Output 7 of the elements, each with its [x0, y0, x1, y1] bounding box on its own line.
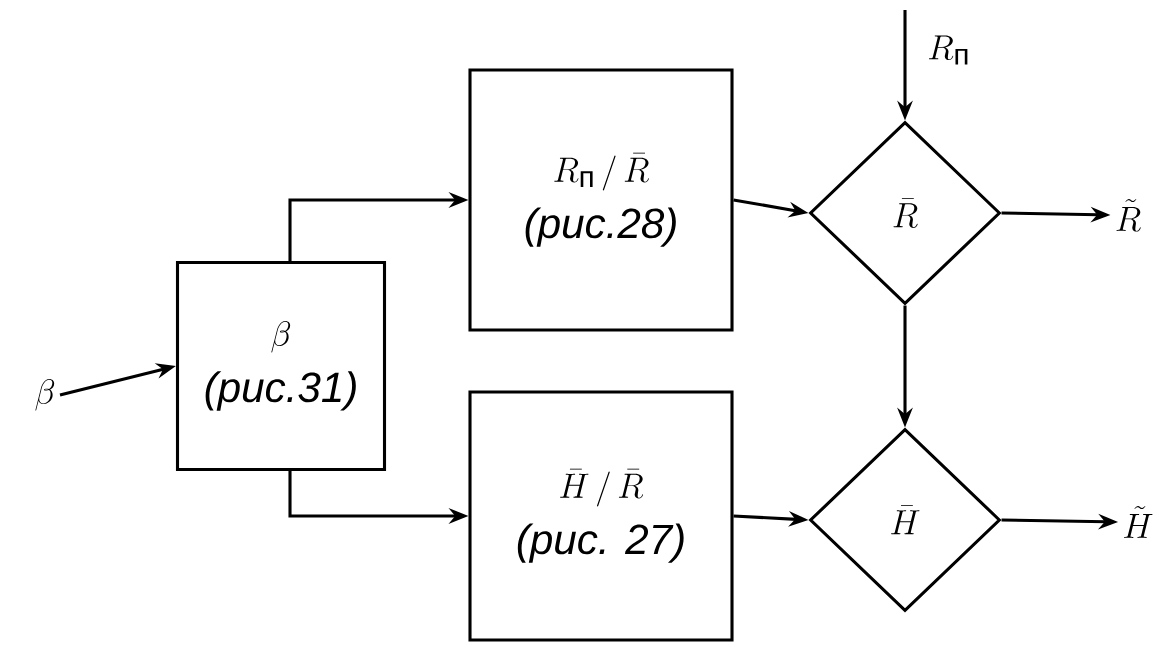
- edge-label: $R_{\text{п}}$: [929, 35, 968, 65]
- process-box: $\bar{H}\,/\,\bar{R}$ (рис. 27): [468, 390, 734, 642]
- process-box: $R_{\text{п}}\,/\,\bar{R}$ (рис.28): [468, 68, 734, 332]
- process-box: $\beta$ (рис.31): [175, 260, 387, 472]
- output-symbol: $\tilde{R}$: [1116, 199, 1141, 232]
- output-symbol: $\tilde{H}$: [1124, 506, 1153, 538]
- input-symbol: $\beta$: [35, 379, 55, 411]
